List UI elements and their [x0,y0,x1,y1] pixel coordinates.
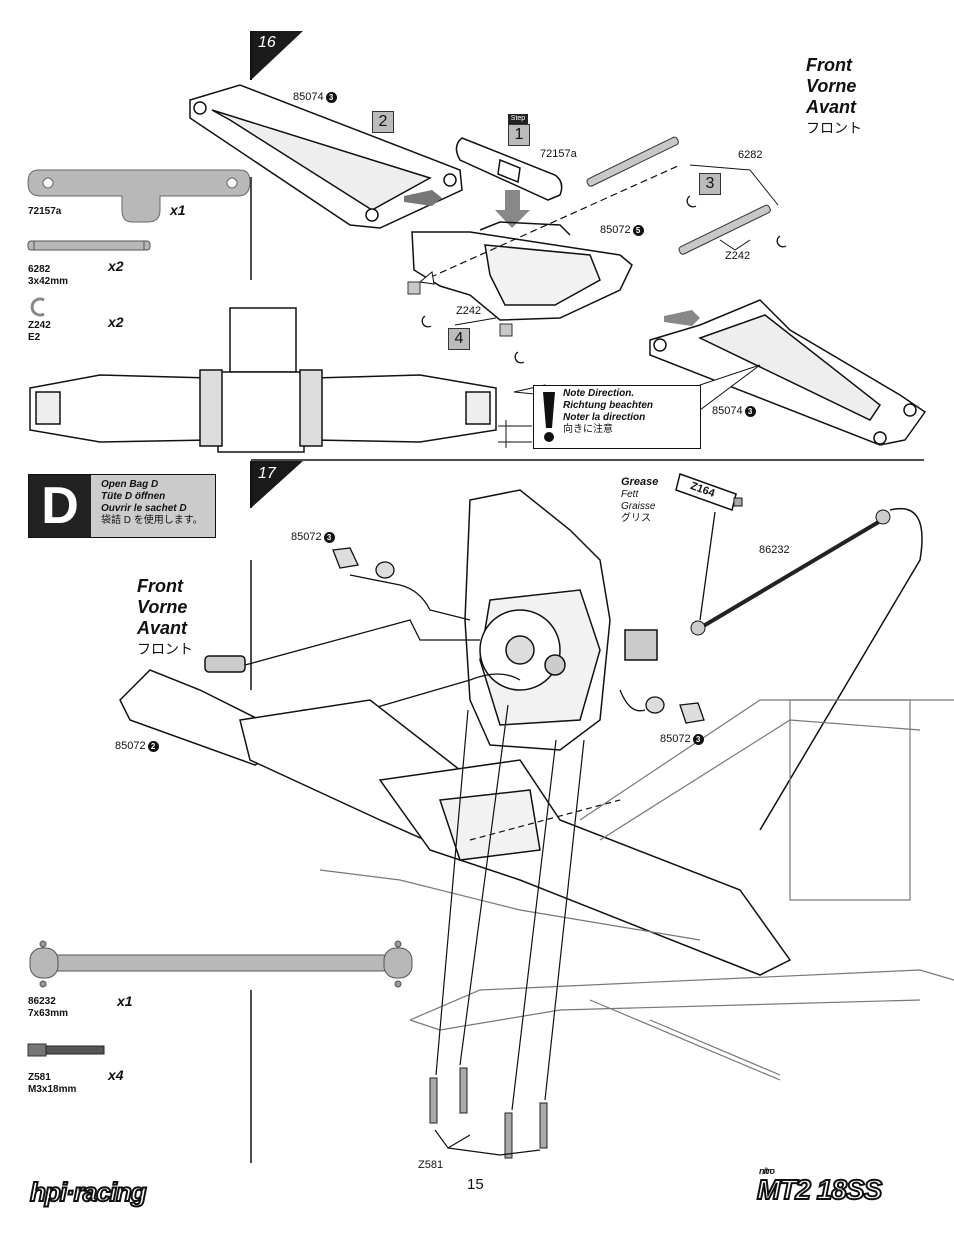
bulkhead-85072 [411,221,633,321]
lower-arms [239,699,792,976]
e-clip-z242-part [30,297,45,317]
holder-72157a-part [27,169,251,223]
part-z242-qty: x2 [108,314,124,330]
note-jp: 向きに注意 [563,424,613,435]
substep-2: 2 [372,111,394,133]
page-number: 15 [467,1176,484,1193]
pin-6282-part [27,240,151,251]
part-72157a-code: 72157a [28,206,62,217]
arrow-right-2 [664,310,700,326]
part-86232-code: 86232 [28,996,56,1007]
screws-z581 [429,1067,548,1159]
part-z581-size: M3x18mm [28,1084,77,1095]
note-direction-box: Note Direction. Richtung beachten Noter … [533,385,701,449]
bag-fr: Ouvrir le sachet D [101,503,187,514]
part-z242-code: Z242 [28,320,51,331]
part-72157a-qty: x1 [170,202,186,218]
part-z581-code: Z581 [28,1072,51,1083]
front-label-16: Front Vorne Avant フロント [806,55,862,136]
hinge-pins-6282 [586,136,779,255]
chassis-plate [319,699,954,1081]
note-de: Richtung beachten [563,400,654,411]
label-pins: 6282 [738,149,763,161]
screw-arrows [435,704,585,1111]
label-clip-right: Z242 [725,250,751,262]
arms-top-view [29,307,497,453]
screw-z581-part [27,1043,105,1057]
part-z242-size: E2 [28,332,41,343]
bag-en: Open Bag D [101,479,159,490]
hpi-racing-logo: hpi·racing [29,1176,148,1208]
substep-1: 1 [508,124,530,146]
bag-letter: D [29,475,91,537]
grease-tube [675,473,743,511]
front-arm-top [189,84,463,229]
part-6282-qty: x2 [108,258,124,274]
part-z581-qty: x4 [108,1067,124,1083]
substep-4: 4 [448,328,470,350]
gearbox-bulkhead [464,489,658,751]
step-17-number: 17 [258,465,276,482]
label-clip-left: Z242 [456,305,482,317]
grease-label: Grease [621,476,659,488]
open-bag-d-box: D Open Bag D Tüte D öffnen Ouvrir le sac… [28,474,216,538]
step-16-tab [251,31,303,80]
arrow-right [404,190,442,206]
pivot-cups [332,547,705,724]
shaft-86232-part [29,940,413,988]
part-6282-size: 3x42mm [28,276,69,287]
mt2-18ss-logo: nitro MT2 18SS [756,1166,883,1206]
holder-72157a-assembly [455,137,563,201]
drive-shaft-86232 [690,509,891,636]
arrow-down [495,190,530,228]
note-fr: Noter la direction [563,412,646,423]
part-6282-code: 6282 [28,264,51,275]
step-tag: Step [508,114,528,124]
note-title: Note Direction. [563,388,635,399]
step-17-tab [251,461,303,508]
front-label-17: Front Vorne Avant フロント [137,576,193,657]
label-shaft: 86232 [759,544,790,556]
part-86232-size: 7x63mm [28,1008,69,1019]
upper-arm-assembly [119,655,351,766]
label-screws: Z581 [418,1159,444,1171]
grease-translations: Fett Graisse グリス [621,489,656,524]
substep-3: 3 [699,173,721,195]
label-holder: 72157a [540,148,577,160]
front-arm-bottom [649,299,927,446]
bag-de: Tüte D öffnen [101,491,166,502]
part-86232-qty: x1 [117,993,133,1009]
bag-jp: 袋詰 D を使用します。 [101,515,203,526]
warning-exclamation-icon [543,392,555,442]
step-16-number: 16 [258,34,276,51]
